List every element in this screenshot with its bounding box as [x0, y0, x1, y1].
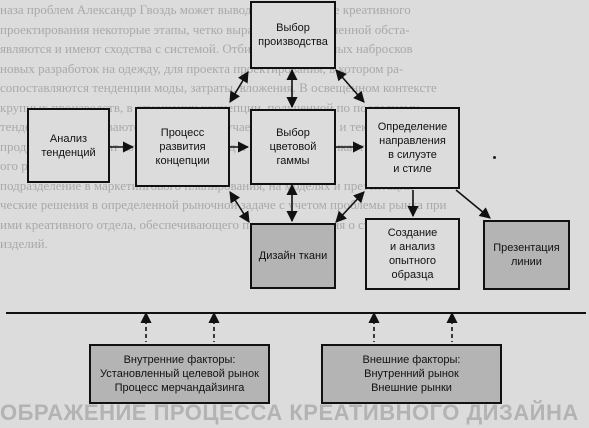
arrow-concept-production	[229, 71, 249, 103]
box-concept-development: Процесс развития концепции	[135, 107, 230, 187]
arrow-concept-fabric	[229, 191, 250, 223]
box-label: Создание	[387, 227, 438, 239]
box-label: Выбор	[276, 127, 310, 139]
box-label: Внешние рынки	[371, 382, 452, 394]
box-label: Внешние факторы:	[362, 354, 461, 366]
box-label: Установленный целевой рынок	[100, 368, 259, 380]
box-label: образца	[391, 269, 434, 281]
box-label: тенденций	[41, 146, 96, 159]
box-label: цветовой	[269, 141, 317, 153]
box-production-choice: Выбор производства	[250, 1, 336, 69]
box-label: гаммы	[276, 155, 310, 167]
box-label: Выбор	[276, 22, 310, 34]
box-label: линии	[511, 256, 542, 268]
box-label: Определение	[377, 121, 448, 133]
box-label: Внутренний рынок	[364, 368, 459, 380]
box-prototype: Создание и анализ опытного образца	[365, 218, 460, 290]
background-line: изделий.	[0, 236, 48, 251]
arrow-fabric-direction	[335, 191, 365, 223]
background-heading: ОБРАЖЕНИЕ ПРОЦЕССА КРЕАТИВНОГО ДИЗАЙНА	[0, 400, 579, 425]
box-label: развития	[159, 141, 206, 153]
stray-dot	[493, 156, 496, 159]
box-direction-definition: Определение направления в силуэте и стил…	[365, 107, 460, 189]
arrow-direction-presentation	[455, 189, 491, 219]
box-label: Процесс	[160, 127, 205, 139]
box-line-presentation: Презентация линии	[483, 220, 570, 290]
arrow-production-direction	[335, 69, 365, 103]
box-label: Анализ	[49, 132, 88, 145]
box-label: Дизайн ткани	[258, 250, 328, 262]
box-external-factors: Внешние факторы: Внутренний рынок Внешни…	[321, 344, 502, 404]
background-line: ческие решения в определенной рыночной з…	[0, 197, 447, 212]
box-label: производства	[258, 36, 328, 48]
box-internal-factors: Внутренние факторы: Установленный целево…	[89, 344, 270, 404]
box-label: Процесс мерчандайзинга	[114, 382, 245, 394]
background-line: сопоставляются тенденции моды, затраты, …	[0, 80, 437, 95]
box-label: Презентация	[493, 242, 560, 254]
box-fabric-design: Дизайн ткани	[250, 223, 336, 289]
box-label: концепции	[155, 155, 210, 167]
box-label: в силуэте	[388, 149, 437, 161]
box-label: направления	[379, 135, 446, 147]
box-label: опытного	[388, 255, 437, 267]
box-label: Внутренние факторы:	[123, 354, 236, 366]
box-label: и стиле	[393, 163, 432, 175]
box-trend-analysis: Анализ тенденций	[27, 108, 110, 183]
box-color-choice: Выбор цветовой гаммы	[250, 109, 336, 185]
box-label: и анализ	[389, 241, 436, 253]
